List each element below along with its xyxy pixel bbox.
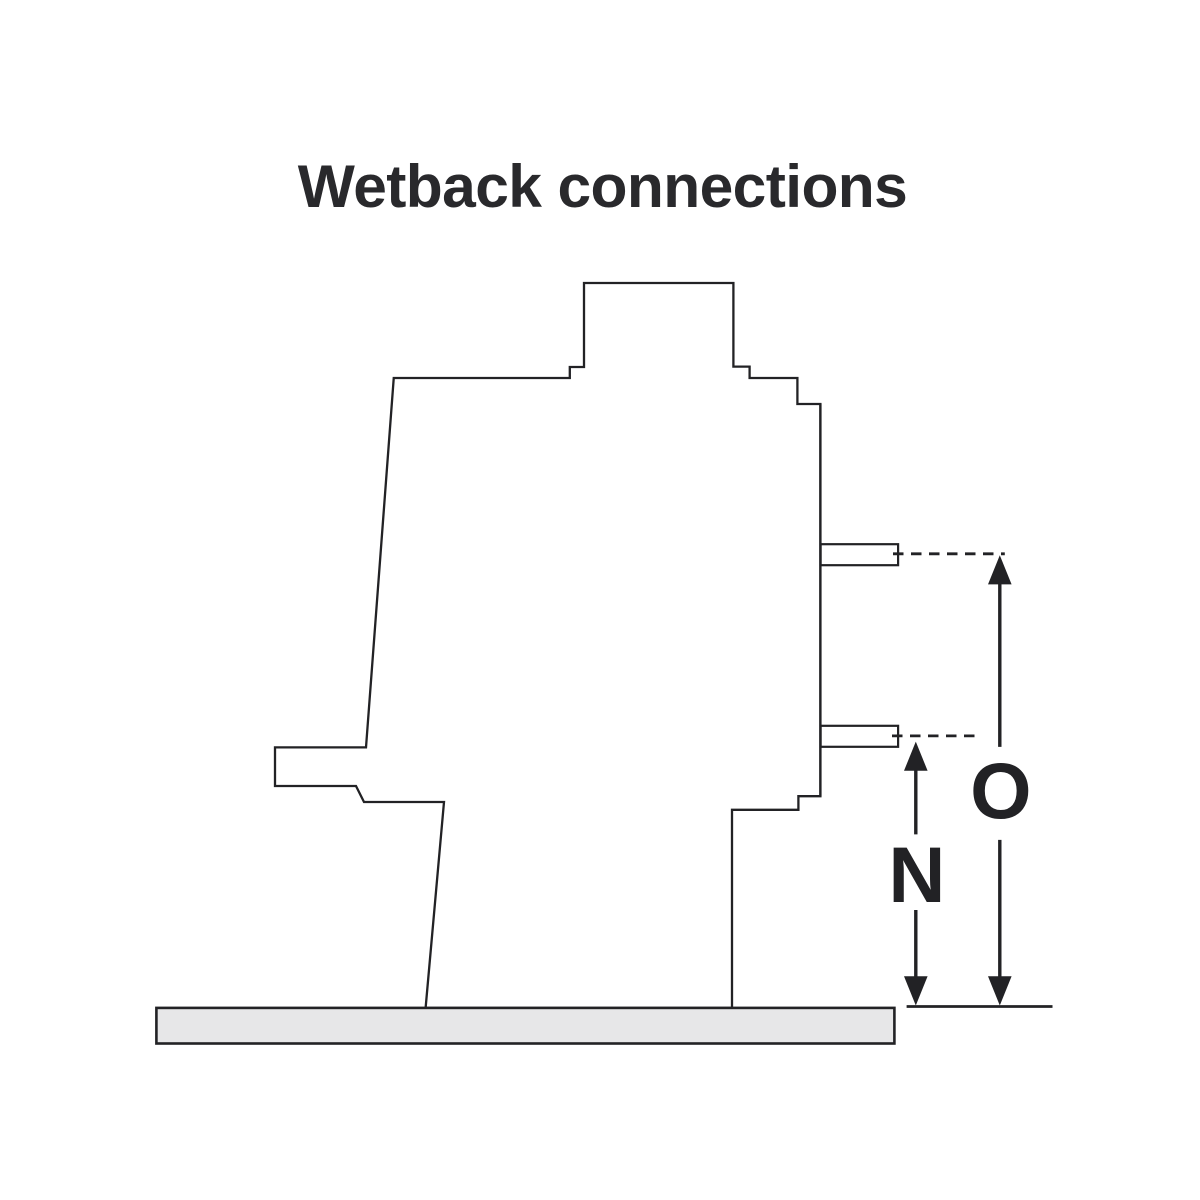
svg-text:O: O (970, 746, 1031, 835)
svg-text:N: N (888, 830, 945, 919)
